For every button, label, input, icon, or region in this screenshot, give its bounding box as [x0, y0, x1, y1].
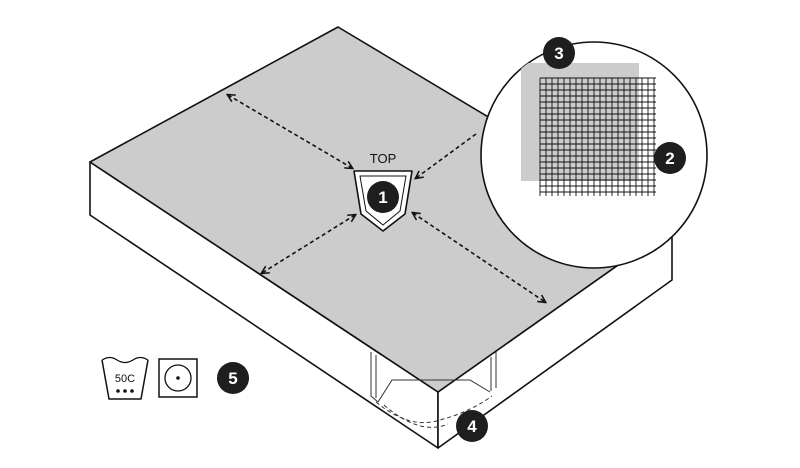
- tumble-dry-low-icon: [158, 358, 198, 398]
- svg-text:3: 3: [554, 44, 563, 63]
- wash-temperature-label: 50C: [115, 373, 135, 385]
- svg-text:4: 4: [467, 417, 477, 436]
- fabric-zoom: [480, 41, 708, 269]
- corner-cutaway: [370, 352, 497, 428]
- callout-2: 2: [654, 142, 686, 174]
- elastic-band: [375, 395, 493, 424]
- top-label: TOP: [370, 151, 397, 166]
- arrow-upper-right: [416, 133, 477, 178]
- arrow-upper-left: [228, 95, 352, 168]
- callout-1: 1: [367, 181, 399, 213]
- callout-4: 4: [456, 410, 488, 442]
- care-icons: 50C: [101, 356, 198, 400]
- wash-50c-icon: 50C: [101, 356, 149, 400]
- mesh-grid: [539, 77, 656, 196]
- callout-3: 3: [543, 37, 575, 69]
- svg-text:2: 2: [665, 149, 674, 168]
- svg-text:1: 1: [378, 188, 387, 207]
- callout-5: 5: [217, 362, 249, 394]
- arrow-lower-left: [262, 215, 355, 273]
- stretch-arrows: [228, 95, 545, 302]
- arrow-lower-right: [413, 213, 545, 302]
- svg-text:5: 5: [228, 369, 237, 388]
- fabric-layer: [521, 63, 639, 181]
